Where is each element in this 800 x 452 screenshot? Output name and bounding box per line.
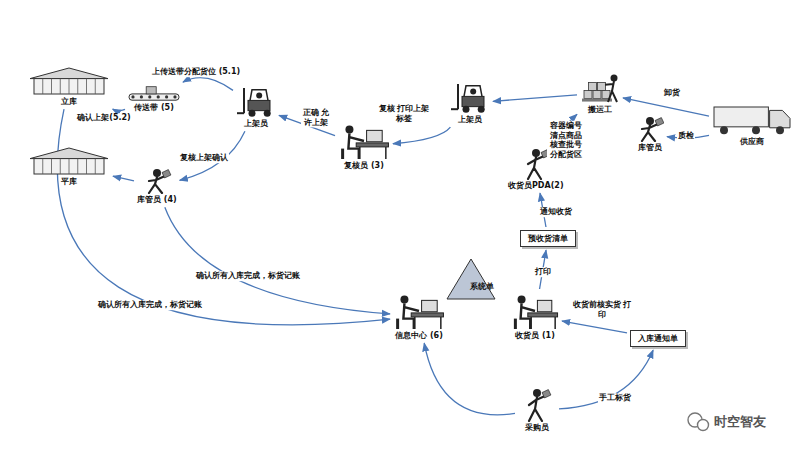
watermark-icon [688,413,709,431]
document-box: 入库通知单 [630,330,686,347]
edge-label: 确认所有入库完成，标货记账 [97,300,203,310]
actor-node: 采购员 [518,388,556,432]
actor-node: 供应商 [712,104,792,146]
actor-node: 传送带 (5) [128,84,180,112]
node-caption: 信息中心 (6) [393,331,445,340]
pallet-icon [580,72,620,104]
node-caption: 搬运工 [580,105,620,114]
edge-label: 复核 打印上架标签 [375,104,433,123]
actor-node: 立库 [28,66,110,106]
edge-label: 容器编号 清点商品 核查批号 分配货区 [547,121,585,159]
flow-arrow [165,207,390,314]
node-caption: 收货员 (1) [511,331,559,340]
flow-arrow [180,131,245,180]
node-caption: 传送带 (5) [128,103,180,112]
actor-node: 上架员 [236,86,276,128]
actor-node: 库管员 (4) [137,168,177,204]
node-caption: 上架员 [450,115,490,124]
node-caption: 收货员PDA(2) [508,181,564,190]
flow-arrow [562,321,627,333]
node-caption: 预收货清单 [528,234,568,243]
node-caption: 复核员 (3) [338,161,390,170]
desk-icon [511,292,559,330]
flow-arrow [559,350,653,409]
edge-label: 上传送带分配货位 (5.1) [151,67,241,77]
actor-node: 收货员 (1) [511,292,559,340]
node-caption: 入库通知单 [638,334,678,343]
node-caption: 立库 [28,97,110,106]
flow-arrow [57,109,390,325]
flow-arrow [113,176,134,181]
person-icon [636,116,664,142]
fork-icon [236,86,276,118]
document-box: 预收货清单 [520,230,576,247]
person-icon [142,168,172,194]
edge-label: 确认上架(5.2) [76,113,131,123]
node-caption: 系统单 [446,282,517,291]
flow-arrow [113,109,125,110]
triangle-node: 系统单 [446,258,517,300]
edge-label: 卸货 [663,88,681,98]
edge-label: 复核上架确认 [179,153,229,163]
actor-node: 库管员 [636,116,664,152]
actor-node: 平库 [28,146,110,186]
edge-label: 质检 [677,131,695,141]
actor-node: 信息中心 (6) [393,292,445,340]
truck-icon [712,104,792,136]
node-caption: 采购员 [518,423,556,432]
fork-icon [450,82,490,114]
actor-node: 搬运工 [580,72,620,114]
node-caption: 平库 [28,177,110,186]
wh-icon [28,66,110,96]
node-caption: 上架员 [236,119,276,128]
node-caption: 供应商 [712,137,792,146]
flow-arrow [183,78,233,91]
wh-icon [28,146,110,176]
flow-arrow [493,95,577,101]
edge-label: 通知收货 [539,207,573,217]
triangle-outline [446,258,496,300]
flow-arrow [623,98,709,116]
person-icon [518,388,556,422]
node-caption: 库管员 (4) [137,195,177,204]
watermark: 时空智友 [714,413,766,431]
edge-label: 收货前核实货 打印 [571,300,633,319]
edge-label: 确认所有入库完成，标货记账 [195,271,301,281]
desk-icon [338,122,390,160]
actor-node: 复核员 (3) [338,122,390,170]
flow-arrow [393,127,450,144]
desk-icon [393,292,445,330]
actor-node: 上架员 [450,82,490,124]
flow-arrow [424,343,515,415]
edge-label: 正确 允许上架 [301,108,331,127]
edge-label: 手工标货 [598,393,632,403]
conv-icon [128,84,180,102]
edge-label: 打印 [534,267,552,277]
node-caption: 库管员 [636,143,664,152]
